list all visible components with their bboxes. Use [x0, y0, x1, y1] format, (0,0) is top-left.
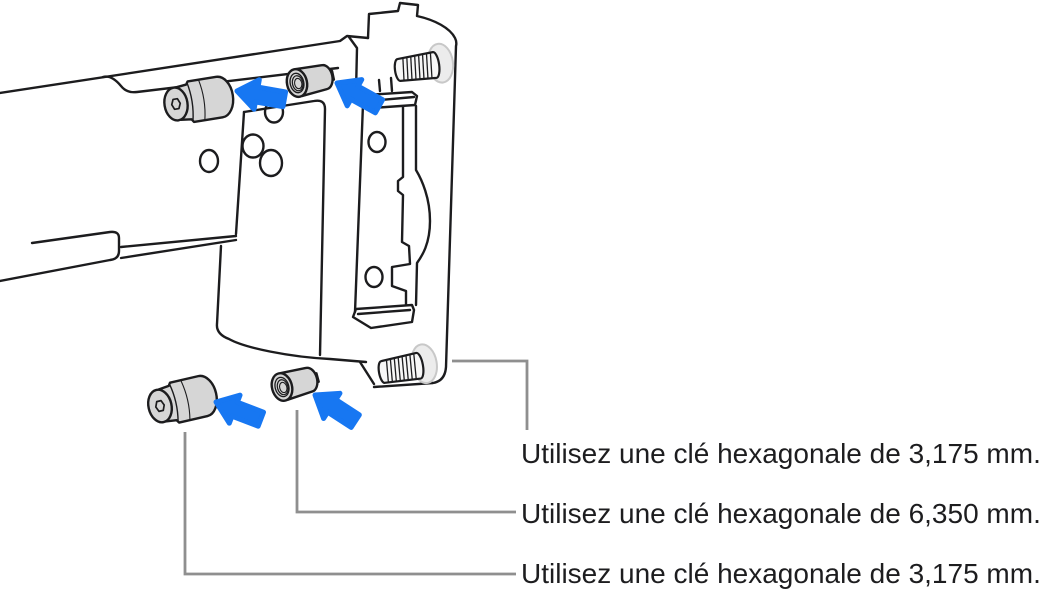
leader-line-1	[452, 359, 529, 430]
callout-label-1: Utilisez une clé hexagonale de 3,175 mm.	[521, 438, 1041, 469]
rail-hole-3	[258, 148, 284, 178]
rail-hole-4	[198, 148, 220, 174]
leader-lines	[183, 359, 529, 576]
standoff-top	[283, 60, 338, 100]
bracket-hole-top	[367, 130, 387, 154]
arrow-left-icon	[211, 388, 267, 433]
rail-hole-2	[241, 133, 265, 159]
rail-outline	[0, 34, 370, 364]
bracket-hole-bottom	[364, 265, 384, 289]
callout-label-3: Utilisez une clé hexagonale de 3,175 mm.	[521, 558, 1041, 589]
mounting-bracket	[347, 1, 458, 389]
leader-line-3	[183, 432, 516, 576]
callout-label-2: Utilisez une clé hexagonale de 6,350 mm.	[521, 498, 1041, 529]
leader-line-2	[295, 410, 516, 514]
hex-screw-top	[160, 73, 238, 128]
threaded-screw-top	[391, 41, 457, 90]
arrow-left-icon	[330, 70, 387, 120]
hex-screw-bottom	[142, 371, 222, 430]
